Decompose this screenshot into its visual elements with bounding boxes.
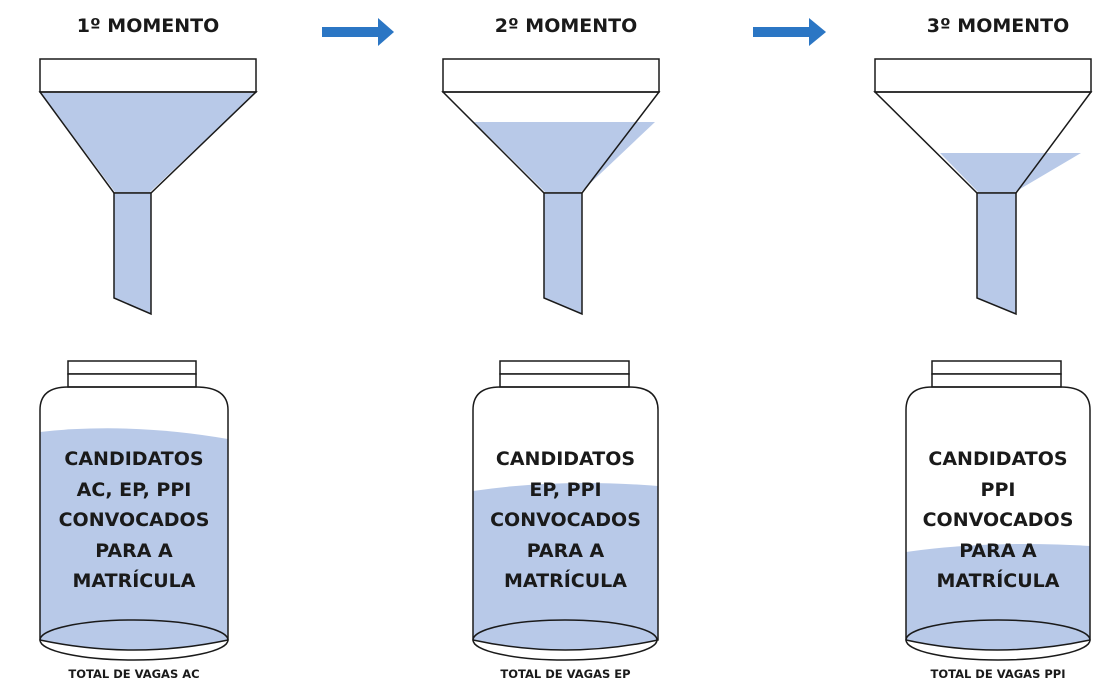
jar-base (905, 619, 1091, 661)
stage-2-title: 2º MOMENTO (494, 15, 638, 37)
funnel-spout (976, 192, 1017, 316)
jar-lid-bottom (499, 373, 630, 388)
jar-label-line: PARA A (95, 539, 173, 562)
stage-3-jar (905, 360, 1091, 661)
funnel-liquid (41, 93, 255, 192)
jar-liquid (40, 428, 228, 650)
funnel-spout (543, 192, 583, 316)
jar-label-line: PARA A (526, 539, 605, 562)
jar-label-line: CONVOCADOS (922, 509, 1074, 531)
jar-body (39, 386, 229, 651)
jar-label-line: AC, EP, PPI (76, 478, 192, 501)
jar-label-line: PARA A (959, 539, 1037, 562)
stage-1-jar-label: CANDIDATOS AC, EP, PPI CONVOCADOS PARA A… (40, 444, 228, 597)
stage-2-footer: TOTAL DE VAGAS EP (500, 667, 631, 681)
jar-label-line: MATRÍCULA (72, 570, 196, 592)
jar-label-line: PPI (980, 478, 1016, 501)
jar-liquid (906, 544, 1090, 650)
funnel-rim (874, 58, 1092, 93)
jar-lid-top (499, 360, 630, 375)
right-arrow-icon (753, 18, 826, 46)
stage-3-title: 3º MOMENTO (926, 15, 1070, 37)
right-arrow-icon (322, 18, 394, 46)
jar-label-line: EP, PPI (529, 478, 602, 501)
jar-liquid (473, 482, 658, 650)
jar-label-line: CONVOCADOS (490, 509, 641, 531)
funnel-liquid (474, 122, 655, 192)
stage-1-jar (39, 360, 229, 661)
jar-label-line: CANDIDATOS (928, 448, 1068, 470)
stage-1-footer: TOTAL DE VAGAS AC (68, 667, 200, 681)
jar-label-line: CONVOCADOS (58, 509, 210, 531)
jar-body (905, 386, 1091, 651)
stage-3-jar-label: CANDIDATOS PPI CONVOCADOS PARA A MATRÍCU… (906, 444, 1090, 597)
jar-label-line: MATRÍCULA (936, 570, 1060, 592)
jar-base (472, 619, 658, 661)
stage-2-jar (472, 360, 659, 661)
funnel-rim (39, 58, 257, 93)
funnel-rim (442, 58, 660, 93)
jar-lid-bottom (931, 373, 1062, 388)
jar-base (39, 619, 229, 661)
stage-2-funnel (441, 58, 661, 316)
funnel-spout (113, 192, 152, 316)
stage-3-footer: TOTAL DE VAGAS PPI (930, 667, 1066, 681)
jar-body (472, 386, 659, 651)
jar-lid-top (931, 360, 1062, 375)
jar-lid-bottom (67, 373, 197, 388)
funnel-liquid (940, 153, 1081, 192)
stage-2-jar-label: CANDIDATOS EP, PPI CONVOCADOS PARA A MAT… (473, 444, 658, 597)
jar-lid-top (67, 360, 197, 375)
stage-3-funnel (873, 58, 1093, 316)
jar-label-line: CANDIDATOS (495, 448, 636, 470)
stage-1-funnel (38, 58, 258, 316)
stage-1-title: 1º MOMENTO (76, 15, 220, 37)
jar-label-line: MATRÍCULA (504, 570, 627, 592)
jar-label-line: CANDIDATOS (64, 448, 204, 470)
